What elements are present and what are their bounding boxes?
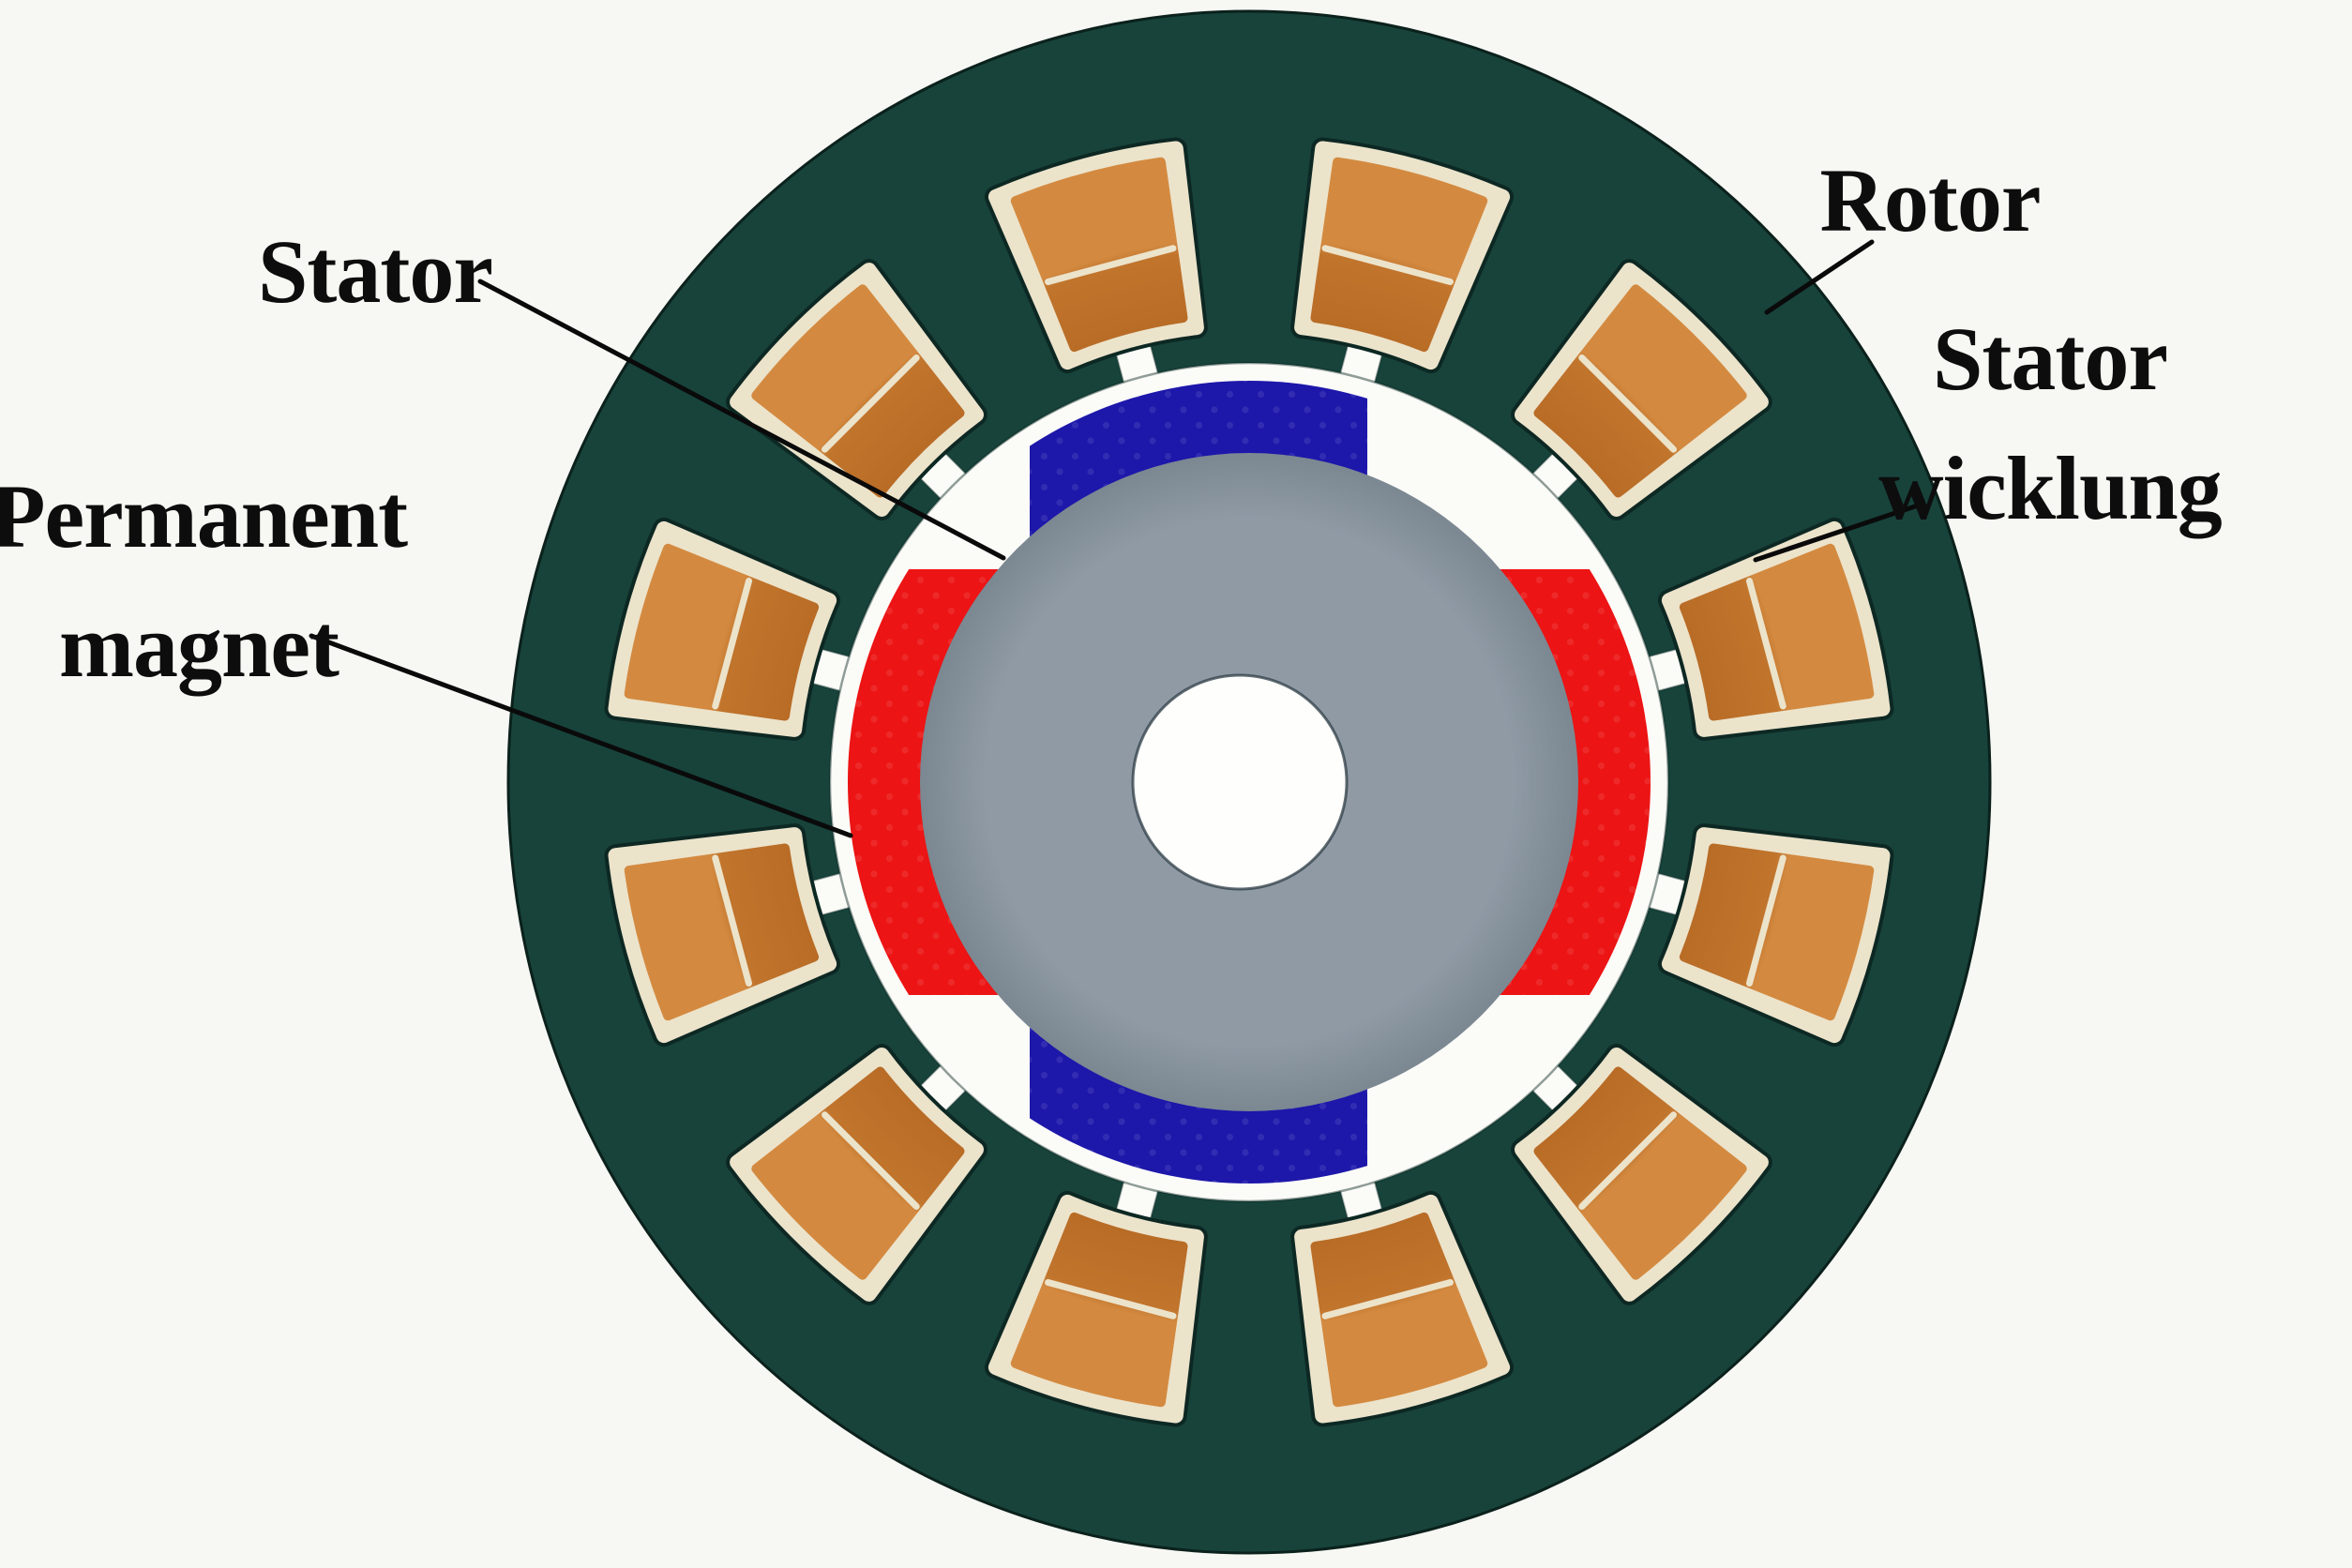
slot-copper (1533, 284, 1747, 498)
slot-copper (624, 543, 820, 721)
slot-divider-line (712, 578, 752, 710)
label-rotor: Rotor (1819, 136, 2042, 265)
rotor-leader (1764, 239, 1875, 315)
label-permanent-magnet-line2: magnet (59, 596, 339, 696)
label-stator-text: Stator (258, 220, 493, 322)
stator-leader (477, 279, 1006, 561)
slot-copper (1010, 1212, 1188, 1408)
slot-divider-line (1746, 854, 1787, 987)
stator-winding-leader (1753, 504, 1918, 563)
slot-copper (1310, 1212, 1488, 1408)
label-stator-winding: Stator wicklung (1878, 294, 2222, 553)
slot-divider-line (1045, 245, 1177, 285)
label-stator-winding-line1: Stator (1933, 308, 2168, 409)
slot-divider-line (1321, 1279, 1454, 1319)
slot-divider-line (1578, 354, 1677, 453)
label-permanent-magnet-line1: Permanent (0, 465, 408, 566)
slot-divider-line (1578, 1111, 1677, 1210)
shaft-hole (1131, 673, 1349, 891)
permanent-magnet-leader (309, 633, 853, 838)
slot-divider-line (1045, 1279, 1177, 1319)
slot-copper (624, 843, 820, 1021)
label-stator: Stator (258, 207, 493, 337)
slot-copper (1010, 157, 1188, 353)
label-rotor-text: Rotor (1819, 149, 2042, 250)
slot-divider-line (1746, 578, 1787, 710)
slot-copper (1533, 1066, 1747, 1280)
slot-divider-line (1321, 245, 1454, 285)
label-stator-winding-line2: wicklung (1878, 438, 2222, 538)
slot-copper (1679, 543, 1875, 721)
slot-divider-line (822, 354, 920, 453)
slot-copper (1679, 843, 1875, 1021)
slot-divider-line (712, 854, 752, 987)
slot-copper (751, 1066, 965, 1280)
slot-copper (751, 284, 965, 498)
slot-copper (1310, 157, 1488, 353)
label-permanent-magnet: Permanent magnet (0, 452, 408, 711)
slot-divider-line (822, 1111, 920, 1210)
